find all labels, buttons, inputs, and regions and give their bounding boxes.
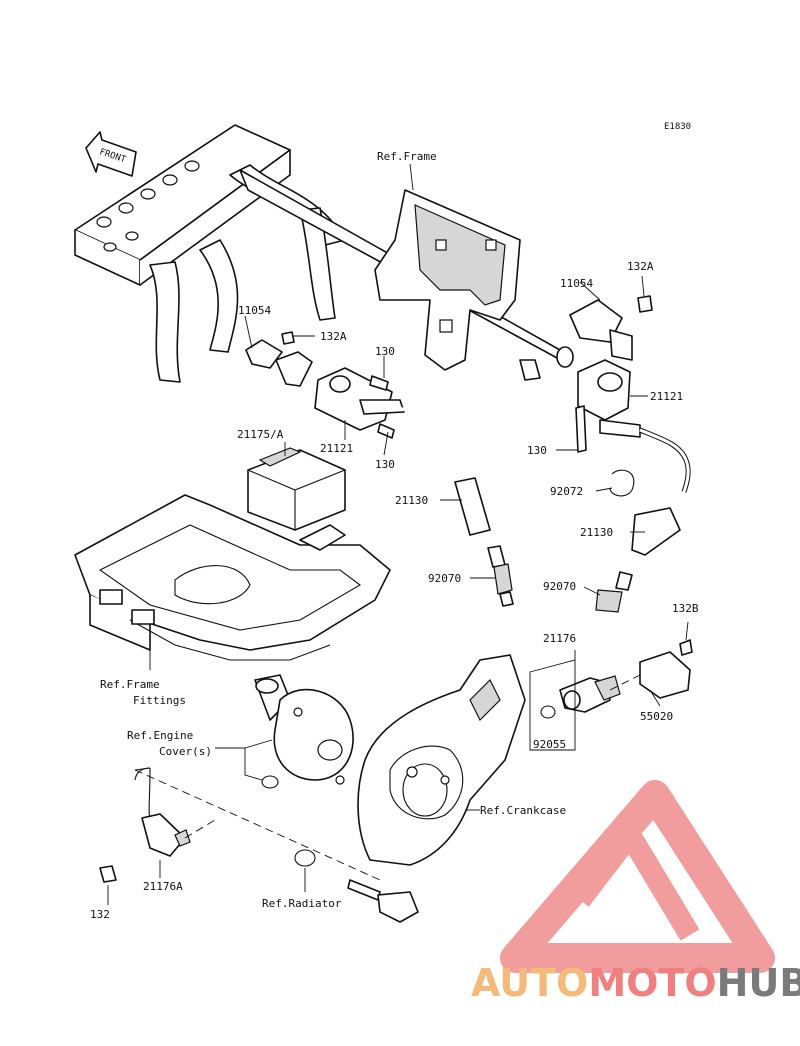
ignition-coil-21121-left <box>314 367 405 431</box>
sensor-21176a <box>141 813 186 857</box>
bracket-11054-right <box>569 299 623 343</box>
label-ref-radiator: Ref.Radiator <box>262 897 342 910</box>
clamp-ref-radiator <box>294 849 316 867</box>
watermark-hub: HUB <box>717 961 800 1005</box>
ecu-21175a <box>247 442 346 531</box>
watermark-moto: MOTO <box>588 961 716 1005</box>
label-92070-right: 92070 <box>543 580 576 593</box>
label-ref-frame-fittings-2: Fittings <box>133 694 186 707</box>
label-55020: 55020 <box>640 710 673 723</box>
sensor-21176a-group <box>99 767 419 923</box>
label-92055: 92055 <box>533 738 566 751</box>
label-ref-engine-cover-2: Cover(s) <box>159 745 212 758</box>
frame-fittings-tray <box>74 494 391 670</box>
ignition-coil-21121-right <box>577 359 641 438</box>
watermark-auto: AUTO <box>471 961 588 1005</box>
watermark-logo: AUTOMOTOHUB <box>471 780 800 1005</box>
spark-plug-92070-right <box>595 571 633 613</box>
label-11054-left: 11054 <box>238 304 271 317</box>
cover-55020 <box>639 651 691 699</box>
label-92070-left: 92070 <box>428 572 461 585</box>
watermark-text: AUTOMOTOHUB <box>471 961 800 1005</box>
bolt-132a-right <box>637 295 653 313</box>
label-132: 132 <box>90 908 110 921</box>
label-132a-left: 132A <box>320 330 347 343</box>
label-130-upper: 130 <box>375 345 395 358</box>
label-11054-right: 11054 <box>560 277 593 290</box>
front-arrow-icon: FRONT <box>85 131 137 177</box>
label-21121-left: 21121 <box>320 442 353 455</box>
sensor-21176-group <box>529 621 693 751</box>
label-21176: 21176 <box>543 632 576 645</box>
label-21130-right: 21130 <box>580 526 613 539</box>
label-21175a: 21175/A <box>237 428 284 441</box>
left-coil-group <box>244 315 514 607</box>
bolt-132 <box>99 865 117 883</box>
label-130-lower: 130 <box>375 458 395 471</box>
o-ring-engine-cover <box>261 775 279 789</box>
label-132a-right: 132A <box>627 260 654 273</box>
o-ring-92055 <box>540 705 556 719</box>
right-coil-group <box>556 275 691 613</box>
bolt-130-lower <box>377 423 395 439</box>
diagram-code: E1830 <box>664 122 691 132</box>
frame-holes <box>96 160 200 252</box>
bolt-132b <box>679 639 693 656</box>
clamp-92072 <box>609 469 635 497</box>
label-ref-crankcase: Ref.Crankcase <box>480 804 566 817</box>
plug-cap-21130-left <box>454 477 491 536</box>
label-21176a: 21176A <box>143 880 183 893</box>
label-21130-left: 21130 <box>395 494 428 507</box>
label-132b: 132B <box>672 602 699 615</box>
label-ref-engine-cover-1: Ref.Engine <box>127 729 193 742</box>
bolt-130-upper <box>369 375 389 391</box>
label-130-right: 130 <box>527 444 547 457</box>
label-92072: 92072 <box>550 485 583 498</box>
watermark-triangle-icon <box>500 780 775 973</box>
connector <box>377 891 419 923</box>
plug-cap-21130-right <box>631 507 681 556</box>
part-labels: E1830 Ref.Frame 11054 132A 130 21121 130… <box>90 122 699 921</box>
label-ref-frame-fittings-1: Ref.Frame <box>100 678 160 691</box>
engine-cover-parts <box>215 674 354 789</box>
label-ref-frame-top: Ref.Frame <box>377 150 437 163</box>
spark-plug-92070-left <box>487 545 514 607</box>
bolt-132a-left <box>281 331 295 345</box>
bolt-130-right <box>575 405 587 453</box>
label-21121-right: 21121 <box>650 390 683 403</box>
frame-structure <box>74 124 574 383</box>
crankcase <box>357 654 526 866</box>
